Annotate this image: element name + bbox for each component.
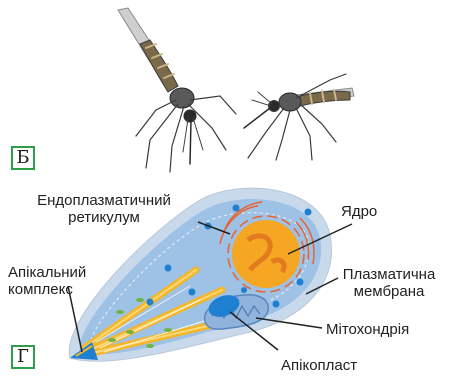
label-er-line2: ретикулум [14, 209, 194, 226]
label-nucleus: Ядро [341, 203, 377, 220]
label-mitochondrion: Мітохондрія [326, 321, 409, 338]
label-apical-complex: Апікальний комплекс [8, 264, 86, 298]
label-apical-line1: Апікальний [8, 264, 86, 281]
label-membrane-line2: мембрана [328, 283, 450, 300]
label-er-line1: Ендоплазматичний [14, 192, 194, 209]
label-apicoplast: Апікопласт [281, 357, 357, 374]
label-membrane-line1: Плазматична [328, 266, 450, 283]
label-plasma-membrane: Плазматична мембрана [328, 266, 450, 300]
label-endoplasmic-reticulum: Ендоплазматичний ретикулум [14, 192, 194, 226]
panel-letter-b: Б [11, 146, 35, 170]
label-apical-line2: комплекс [8, 281, 86, 298]
panel-letter-g: Г [11, 345, 35, 369]
